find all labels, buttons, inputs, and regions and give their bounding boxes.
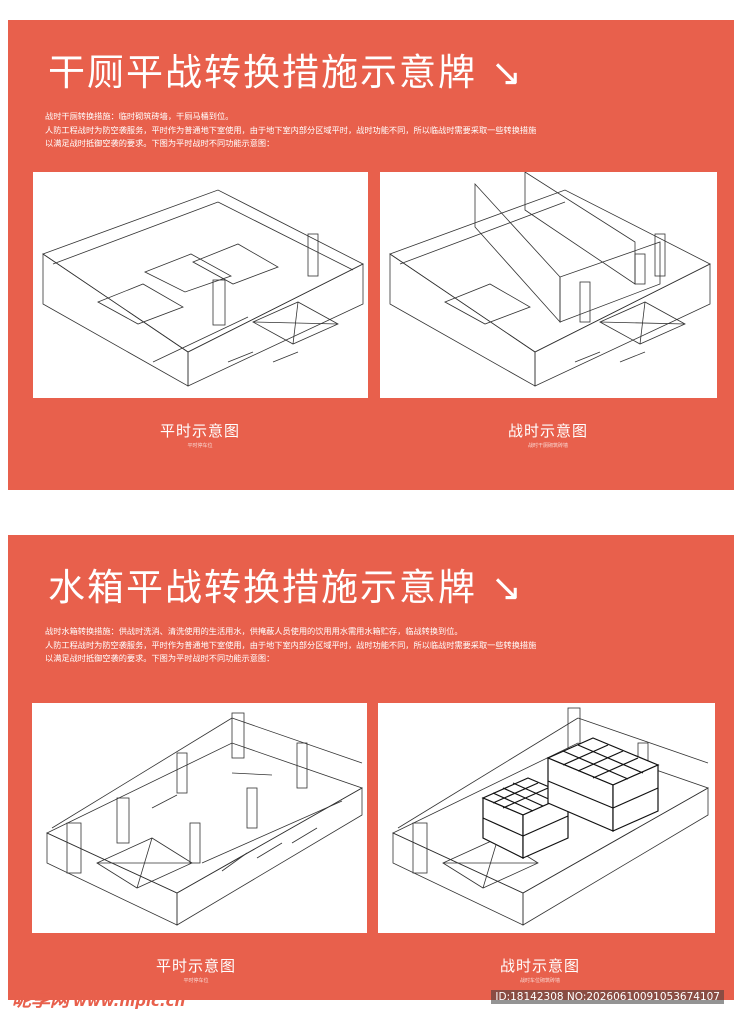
panel-water-tank: 水箱平战转换措施示意牌 ↘ 战时水箱转换措施：供战时洗消、清洗使用的生活用水，供… — [8, 535, 734, 1000]
caption-wartime: 战时示意图 战时车位砌筑砖墙 — [499, 957, 580, 984]
watermark-id: ID:18142308 NO:20260610091053674107 — [491, 990, 724, 1004]
peacetime-diagram — [32, 703, 367, 933]
arrow-down-right-icon: ↘ — [477, 566, 524, 609]
wartime-toilet-drawing — [389, 172, 711, 387]
peacetime-toilet-drawing — [42, 189, 364, 387]
arrow-down-right-icon: ↘ — [477, 51, 524, 94]
section-description: 战时水箱转换措施：供战时洗消、清洗使用的生活用水，供掩蔽人员使用的饮用用水需用水… — [45, 626, 537, 663]
wartime-diagram — [378, 703, 715, 933]
caption-peacetime: 平时示意图 平时停车位 — [159, 422, 240, 449]
section-title: 干厕平战转换措施示意牌 ↘ — [48, 51, 524, 94]
caption-wartime: 战时示意图 战时干厕砌筑砖墙 — [507, 422, 588, 449]
peacetime-diagram — [33, 172, 368, 398]
wartime-diagram — [380, 172, 717, 398]
section-description: 战时干厕转换措施：临时砌筑砖墙，干厕马桶到位。 人防工程战时为防空袭服务，平时作… — [45, 111, 537, 148]
peacetime-tank-drawing — [46, 712, 363, 926]
wartime-tank-drawing — [392, 707, 709, 926]
panel-dry-toilet: 干厕平战转换措施示意牌 ↘ 战时干厕转换措施：临时砌筑砖墙，干厕马桶到位。 人防… — [8, 20, 734, 490]
caption-peacetime: 平时示意图 平时停车位 — [155, 957, 236, 984]
section-title: 水箱平战转换措施示意牌 ↘ — [48, 566, 524, 609]
